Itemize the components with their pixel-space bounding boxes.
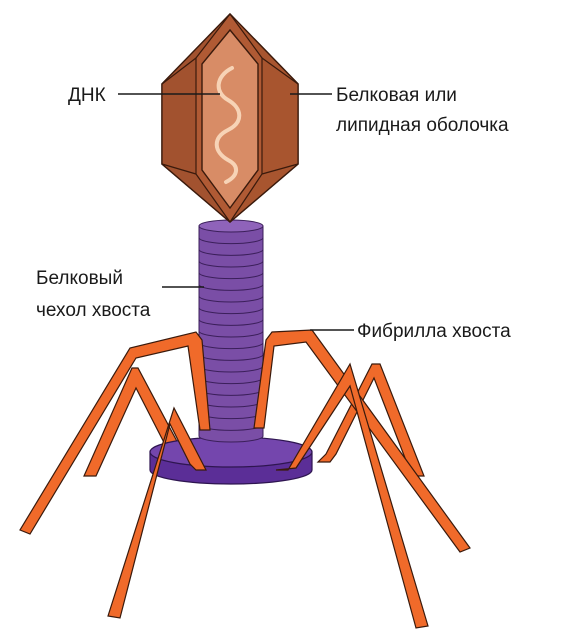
label-sheath-line2: чехол хвоста: [36, 300, 151, 321]
label-fibril: Фибрилла хвоста: [357, 321, 511, 342]
label-dna: ДНК: [68, 85, 106, 106]
label-sheath-line1: Белковый: [36, 268, 123, 289]
label-envelope-line2: липидная оболочка: [336, 115, 509, 136]
label-envelope-line1: Белковая или: [336, 85, 457, 106]
base-plate: [150, 437, 312, 484]
capsid: [162, 14, 298, 222]
